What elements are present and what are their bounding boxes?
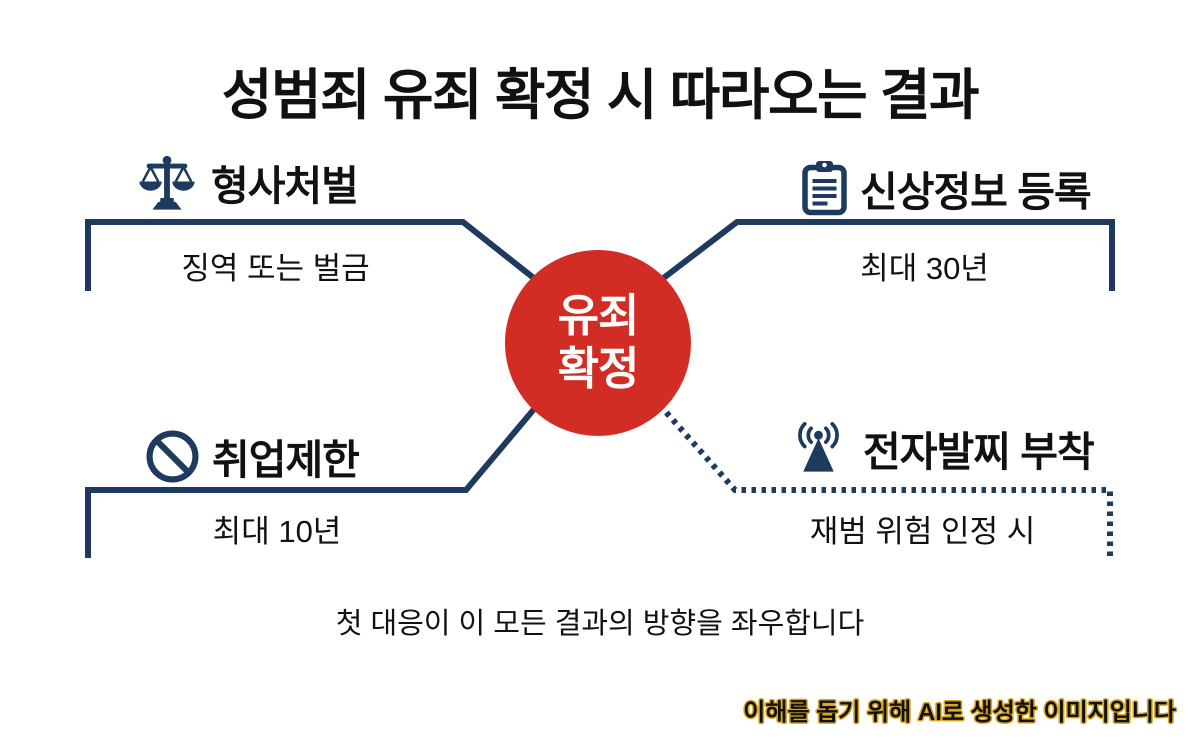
branch-heading: 취업제한 (212, 437, 360, 483)
connector-top-left (85, 219, 542, 291)
center-verdict-node: 유죄 확정 (505, 250, 691, 436)
branch-heading: 형사처벌 (211, 163, 359, 209)
branch-employment-restriction: 취업제한 (146, 426, 360, 486)
antenna-icon (798, 422, 839, 472)
branch-personal-info-registration: 신상정보 등록 (801, 158, 1092, 218)
prohibition-icon (146, 430, 199, 482)
footer-message: 첫 대응이 이 모든 결과의 방향을 좌우합니다 (335, 608, 865, 640)
branch-detail-electronic-anklet: 재범 위험 인정 시 (809, 514, 1036, 549)
branch-criminal-punishment: 형사처벌 (136, 152, 359, 212)
branch-detail-criminal-punishment: 징역 또는 벌금 (181, 251, 370, 286)
branch-detail-personal-info-registration: 최대 30년 (860, 251, 989, 286)
scales-icon (139, 155, 195, 210)
clipboard-icon (802, 161, 847, 216)
ai-disclaimer: 이해를 돕기 위해 AI로 생성한 이미지입니다 (743, 699, 1176, 726)
connector-top-right (655, 219, 1115, 291)
page-title: 성범죄 유죄 확정 시 따라오는 결과 (221, 64, 980, 126)
connector-bottom-left (85, 400, 543, 558)
branch-heading: 신상정보 등록 (860, 169, 1092, 215)
center-label-line1: 유죄 (557, 290, 640, 342)
branch-detail-employment-restriction: 최대 10년 (212, 514, 342, 549)
branch-heading: 전자발찌 부착 (863, 429, 1095, 475)
connector-bottom-right (654, 400, 1113, 556)
branch-electronic-anklet: 전자발찌 부착 (787, 418, 1095, 478)
center-label-line2: 확정 (557, 343, 640, 394)
